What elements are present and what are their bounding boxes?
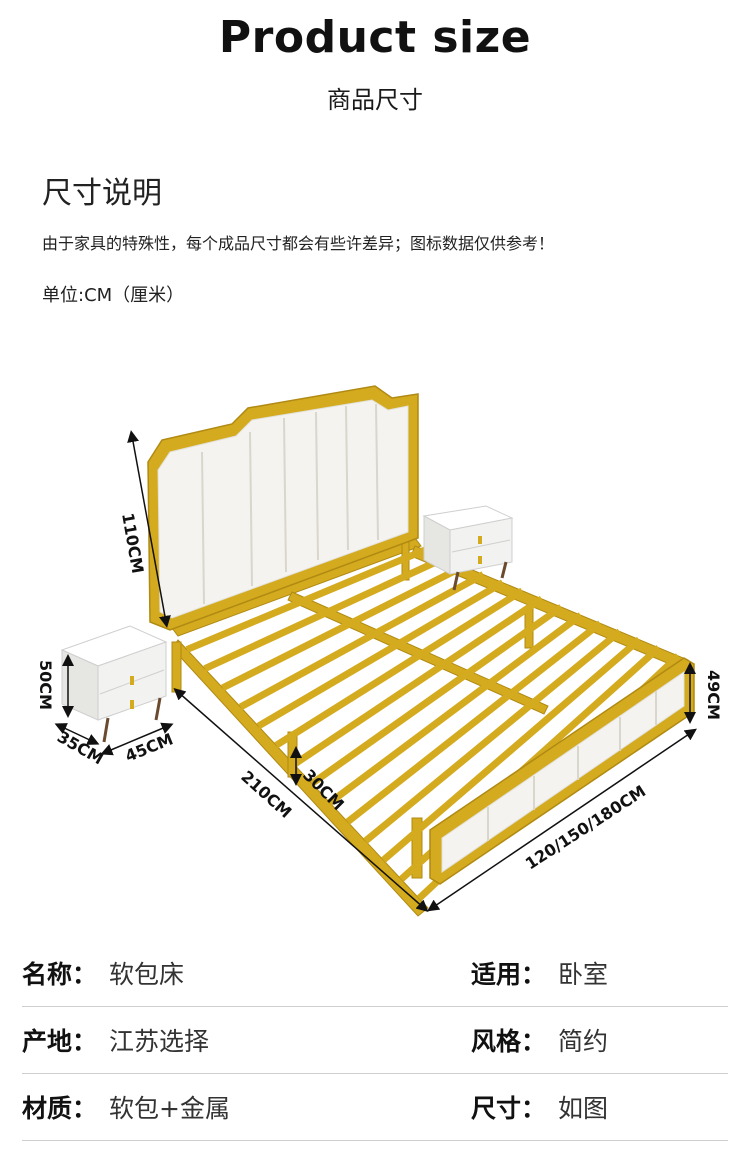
bed-illustration: 110CM 210CM 120/150/180CM 30CM 49CM 50CM… bbox=[36, 385, 723, 917]
spec-value: 软包+金属 bbox=[109, 1094, 230, 1123]
spec-usage: 适用： 卧室 bbox=[471, 940, 608, 1006]
spec-label: 尺寸： bbox=[471, 1094, 547, 1123]
spec-row: 产地： 江苏选择 风格： 简约 bbox=[22, 1007, 728, 1074]
spec-value: 软包床 bbox=[109, 960, 185, 989]
bed-slat bbox=[203, 555, 446, 672]
spec-label: 材质： bbox=[22, 1094, 98, 1123]
bed-slat bbox=[238, 571, 485, 711]
spec-label: 适用： bbox=[471, 960, 547, 989]
spec-material: 材质： 软包+金属 bbox=[22, 1074, 230, 1140]
dim-nightstand-height-label: 50CM bbox=[36, 660, 55, 710]
spec-value: 卧室 bbox=[558, 960, 609, 989]
dim-nightstand-depth-label: 35CM bbox=[54, 727, 107, 768]
right-nightstand bbox=[422, 505, 514, 591]
dimension-lines bbox=[54, 430, 697, 912]
spec-style: 风格： 简约 bbox=[471, 1007, 608, 1073]
bed-dimension-diagram: 110CM 210CM 120/150/180CM 30CM 49CM 50CM… bbox=[0, 360, 750, 940]
spec-table: 名称： 软包床 适用： 卧室 产地： 江苏选择 风格： 简约 材质： 软包+金属… bbox=[0, 940, 750, 1141]
left-nightstand bbox=[60, 625, 168, 743]
spec-row: 名称： 软包床 适用： 卧室 bbox=[22, 940, 728, 1007]
spec-label: 产地： bbox=[22, 1027, 98, 1056]
page-subtitle: 商品尺寸 bbox=[327, 86, 423, 114]
spec-row: 材质： 软包+金属 尺寸： 如图 bbox=[22, 1074, 728, 1141]
spec-value: 如图 bbox=[558, 1094, 609, 1123]
headboard bbox=[147, 385, 419, 631]
spec-name: 名称： 软包床 bbox=[22, 940, 184, 1006]
spec-size: 尺寸： 如图 bbox=[471, 1074, 608, 1140]
spec-value: 江苏选择 bbox=[109, 1027, 210, 1056]
bed-slat bbox=[185, 546, 427, 653]
spec-label: 名称： bbox=[22, 960, 98, 989]
spec-value: 简约 bbox=[558, 1027, 609, 1056]
page-title: Product size bbox=[218, 12, 532, 63]
section-description: 由于家具的特殊性，每个成品尺寸都会有些许差异；图标数据仅供参考！ bbox=[42, 234, 555, 253]
bed-slat bbox=[221, 563, 466, 691]
section-title: 尺寸说明 bbox=[42, 176, 162, 211]
spec-label: 风格： bbox=[471, 1027, 547, 1056]
spec-origin: 产地： 江苏选择 bbox=[22, 1007, 209, 1073]
dim-nightstand-width-label: 45CM bbox=[122, 729, 175, 765]
dim-footboard-label: 49CM bbox=[704, 670, 723, 720]
dim-length-label: 210CM bbox=[237, 767, 295, 822]
unit-note: 单位:CM（厘米） bbox=[42, 285, 185, 306]
dim-height-label: 110CM bbox=[118, 511, 147, 574]
